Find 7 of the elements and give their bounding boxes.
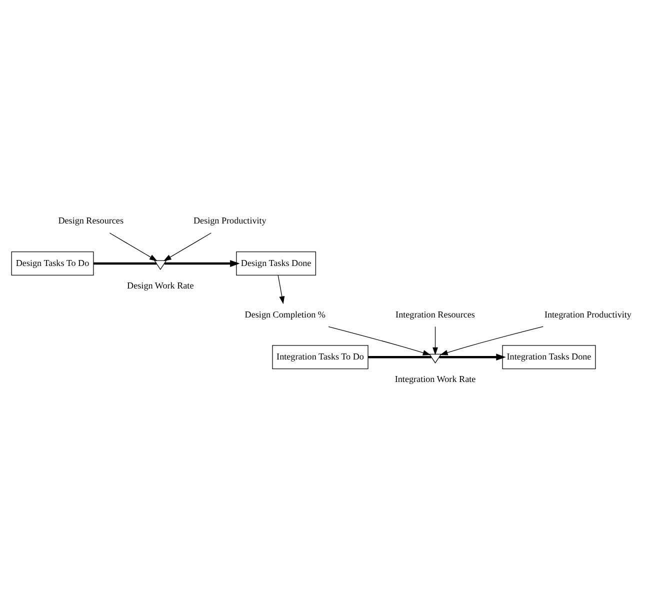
node-label: Integration Work Rate (394, 373, 476, 384)
node-text: Integration Productivity (544, 308, 632, 319)
node-text: Design Completion % (244, 308, 326, 319)
node-label: Design Work Rate (127, 280, 194, 290)
node-text: Design Resources (58, 215, 124, 226)
node-text: Design Productivity (193, 215, 266, 226)
node-text: Integration Resources (396, 308, 475, 319)
